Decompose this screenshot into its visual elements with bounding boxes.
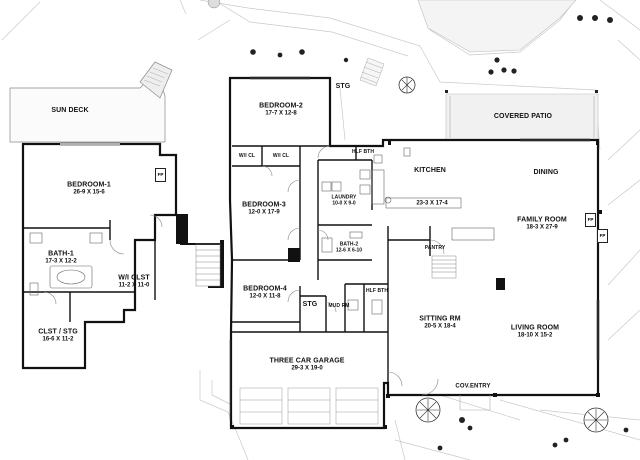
room-dims: 16-6 X 11-2 [42, 336, 74, 343]
room-name: DINING [533, 168, 559, 176]
room-label-bedroom3: BEDROOM-3 12-0 X 17-9 [242, 202, 286, 217]
room-dims: 23-3 X 17-4 [416, 200, 448, 207]
room-label-hlf-bth-top: HLF BTH [351, 149, 375, 156]
room-label-hlf-bth-low: HLF BTH [365, 288, 389, 295]
room-name: BATH-1 [48, 250, 74, 258]
room-label-wi-clst: W/I CLST 11-2 X 11-0 [118, 275, 150, 290]
room-dims: 18-3 X 27-9 [526, 224, 558, 231]
room-dims: 17-3 X 12-2 [45, 258, 77, 265]
room-name: HLF BTH [365, 288, 389, 295]
room-name: W/I CL [272, 153, 290, 160]
room-label-clst-stg: CLST / STG 16-6 X 11-2 [38, 329, 78, 344]
room-name: HLF BTH [351, 149, 375, 156]
fireplace-family-room-2: FP [597, 229, 608, 243]
room-dims: 18-10 X 15-2 [517, 332, 553, 339]
sun-deck-hatch [143, 67, 169, 87]
room-label-stg-mid: STG [303, 301, 318, 309]
landscape-plants [207, 0, 629, 451]
stairs-lower [195, 243, 457, 287]
room-label-dining: DINING [533, 169, 558, 177]
room-label-family-room: FAMILY ROOM 18-3 X 27-9 [517, 217, 567, 232]
room-label-kitchen-dims: 23-3 X 17-4 [416, 201, 447, 208]
room-name: FAMILY ROOM [517, 216, 567, 224]
room-label-covered-patio: COVERED PATIO [494, 113, 552, 121]
room-dims: 29-3 X 19-0 [291, 365, 323, 372]
paved-areas [417, 0, 599, 141]
fixtures [29, 147, 495, 315]
garage-doors [239, 387, 379, 425]
room-label-sun-deck: SUN DECK [51, 107, 88, 115]
room-name: MUD RM [328, 303, 350, 310]
room-name: SUN DECK [51, 106, 89, 114]
room-name: THREE CAR GARAGE [269, 357, 345, 365]
room-label-wicl-a: W/I CL [238, 153, 256, 160]
room-label-bath2: BATH-2 12-6 X 6-10 [335, 241, 363, 254]
room-name: LIVING ROOM [510, 324, 560, 332]
room-name: BEDROOM-1 [67, 181, 111, 189]
fireplace-bedroom1: FP [155, 168, 166, 182]
room-label-mud-rm: MUD RM [328, 303, 350, 310]
room-name: BEDROOM-2 [259, 102, 303, 110]
fireplace-family-room: FP [585, 213, 596, 227]
room-name: COVERED PATIO [493, 112, 553, 120]
patio-hatch [449, 96, 595, 138]
room-label-cov-entry: COV.ENTRY [455, 384, 490, 391]
door-swings [43, 145, 445, 396]
room-label-living-room: LIVING ROOM 18-10 X 15-2 [511, 325, 559, 340]
room-label-wicl-b: W/I CL [272, 153, 290, 160]
room-label-sitting-rm: SITTING RM 20-5 X 18-4 [419, 316, 460, 331]
room-name: PANTRY [424, 245, 446, 252]
room-dims: 12-6 X 6-10 [335, 247, 363, 253]
room-name: W/I CL [238, 153, 256, 160]
room-name: LAUNDRY [331, 194, 357, 201]
room-name: W/I CLST [118, 274, 150, 282]
room-dims: 26-9 X 15-6 [73, 189, 105, 196]
sun-deck [9, 61, 173, 143]
room-name: BEDROOM-3 [242, 201, 286, 209]
room-name: SITTING RM [419, 315, 461, 323]
room-name: BATH-2 [339, 241, 359, 248]
room-label-pantry: PANTRY [424, 245, 446, 252]
room-label-garage: THREE CAR GARAGE 29-3 X 19-0 [269, 358, 344, 373]
room-dims: 11-2 X 11-0 [118, 282, 150, 289]
windows [60, 76, 600, 420]
room-name: BEDROOM-4 [243, 285, 287, 293]
room-label-bedroom4: BEDROOM-4 12-0 X 11-8 [243, 286, 287, 301]
patio-posts [445, 90, 598, 93]
room-dims: 20-5 X 18-4 [424, 323, 456, 330]
room-dims: 12-0 X 17-9 [248, 209, 280, 216]
room-dims: 12-0 X 11-8 [249, 293, 281, 300]
room-label-bedroom1: BEDROOM-1 26-9 X 15-6 [67, 182, 111, 197]
room-label-stg-top: STG [336, 83, 351, 91]
room-name: STG [335, 82, 351, 90]
room-label-bath1: BATH-1 17-3 X 12-2 [45, 251, 76, 266]
room-name: COV.ENTRY [455, 383, 491, 390]
stair-top [359, 57, 385, 87]
entry-walk [459, 395, 491, 411]
room-name: CLST / STG [38, 328, 78, 336]
room-label-laundry: LAUNDRY 10-0 X 9-0 [331, 194, 357, 207]
room-dims: 17-7 X 12-8 [265, 110, 297, 117]
room-dims: 10-0 X 9-0 [332, 200, 356, 206]
room-name: KITCHEN [414, 166, 446, 174]
room-name: STG [302, 300, 318, 308]
columns [230, 140, 602, 429]
room-label-kitchen: KITCHEN [414, 167, 446, 175]
room-label-bedroom2: BEDROOM-2 17-7 X 12-8 [259, 103, 303, 118]
